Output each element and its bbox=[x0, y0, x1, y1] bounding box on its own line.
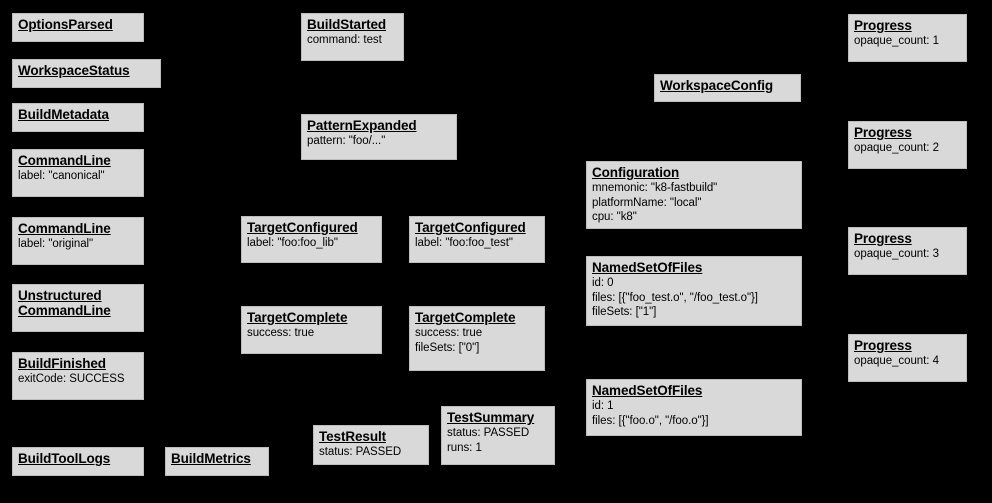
node-field: opaque_count: 2 bbox=[854, 142, 939, 154]
node-field: fileSets: ["0"] bbox=[415, 341, 480, 354]
node-field: success: true bbox=[415, 327, 483, 339]
node-title: Progress bbox=[854, 231, 912, 246]
node-title: BuildToolLogs bbox=[18, 451, 111, 466]
node-named-set-of-files-0[interactable]: NamedSetOfFiles id: 0 files: [{"foo_test.o… bbox=[585, 255, 803, 327]
node-pattern-expanded[interactable]: PatternExpanded pattern: "foo/..." bbox=[300, 113, 458, 161]
node-title: Progress bbox=[854, 338, 912, 353]
node-title: OptionsParsed bbox=[18, 17, 113, 32]
node-title: Progress bbox=[854, 18, 912, 33]
node-field: label: "foo:foo_lib" bbox=[247, 237, 338, 249]
node-fields: opaque_count: 1 bbox=[854, 34, 961, 49]
node-progress-3[interactable]: Progress opaque_count: 3 bbox=[847, 226, 968, 276]
node-target-complete-lib[interactable]: TargetComplete success: true bbox=[240, 305, 383, 355]
node-fields: command: test bbox=[307, 33, 398, 48]
node-field: platformName: "local" bbox=[592, 196, 702, 209]
node-fields: success: true bbox=[247, 326, 376, 341]
node-build-started[interactable]: BuildStarted command: test bbox=[300, 12, 405, 62]
node-title: PatternExpanded bbox=[307, 118, 417, 133]
node-title: BuildStarted bbox=[307, 17, 387, 32]
node-field: label: "original" bbox=[18, 238, 94, 250]
node-field: exitCode: SUCCESS bbox=[18, 373, 125, 385]
node-title: BuildMetadata bbox=[18, 107, 109, 122]
node-field: mnemonic: "k8-fastbuild" bbox=[592, 182, 718, 194]
node-progress-2[interactable]: Progress opaque_count: 2 bbox=[847, 120, 968, 170]
node-title: TargetConfigured bbox=[415, 220, 526, 235]
node-field: success: true bbox=[247, 327, 315, 339]
node-progress-4[interactable]: Progress opaque_count: 4 bbox=[847, 333, 968, 383]
node-named-set-of-files-1[interactable]: NamedSetOfFiles id: 1 files: [{"foo.o", "/… bbox=[585, 378, 803, 437]
node-fields: status: PASSED bbox=[319, 445, 423, 460]
node-test-result[interactable]: TestResult status: PASSED bbox=[312, 424, 430, 466]
node-title: WorkspaceConfig bbox=[660, 78, 774, 93]
node-field: files: [{"foo_test.o", "/foo_test.o"}] bbox=[592, 291, 758, 304]
node-command-line-original[interactable]: CommandLine label: "original" bbox=[11, 216, 145, 266]
node-title: TestSummary bbox=[447, 410, 535, 425]
node-title: CommandLine bbox=[18, 221, 111, 236]
node-field: pattern: "foo/..." bbox=[307, 135, 386, 147]
node-workspace-status[interactable]: WorkspaceStatus bbox=[11, 58, 162, 89]
node-target-configured-foo-test[interactable]: TargetConfigured label: "foo:foo_test" bbox=[408, 215, 546, 264]
node-fields: label: "foo:foo_lib" bbox=[247, 236, 376, 251]
node-field: status: PASSED bbox=[447, 427, 530, 439]
node-title: Configuration bbox=[592, 165, 680, 180]
node-field: command: test bbox=[307, 34, 382, 46]
node-title: TargetConfigured bbox=[247, 220, 358, 235]
node-fields: label: "foo:foo_test" bbox=[415, 236, 539, 251]
node-field: files: [{"foo.o", "/foo.o"}] bbox=[592, 414, 709, 427]
node-title: TargetComplete bbox=[247, 310, 348, 325]
node-field: opaque_count: 3 bbox=[854, 248, 939, 260]
node-configuration[interactable]: Configuration mnemonic: "k8-fastbuild" pla… bbox=[585, 160, 803, 230]
node-build-finished[interactable]: BuildFinished exitCode: SUCCESS bbox=[11, 351, 145, 401]
node-fields: exitCode: SUCCESS bbox=[18, 372, 138, 387]
node-title: TargetComplete bbox=[415, 310, 516, 325]
node-field: id: 1 bbox=[592, 400, 614, 412]
node-options-parsed[interactable]: OptionsParsed bbox=[11, 12, 145, 43]
node-fields: success: true fileSets: ["0"] bbox=[415, 326, 539, 355]
node-build-metadata[interactable]: BuildMetadata bbox=[11, 102, 145, 133]
node-fields: pattern: "foo/..." bbox=[307, 134, 451, 149]
node-fields: opaque_count: 4 bbox=[854, 354, 961, 369]
node-fields: id: 1 files: [{"foo.o", "/foo.o"}] bbox=[592, 399, 796, 428]
node-field: label: "canonical" bbox=[18, 170, 105, 182]
node-title: WorkspaceStatus bbox=[18, 63, 130, 78]
node-command-line-canonical[interactable]: CommandLine label: "canonical" bbox=[11, 148, 145, 198]
node-build-tool-logs[interactable]: BuildToolLogs bbox=[11, 446, 145, 477]
node-title: BuildMetrics bbox=[171, 451, 251, 466]
node-progress-1[interactable]: Progress opaque_count: 1 bbox=[847, 13, 968, 63]
node-field: status: PASSED bbox=[319, 446, 402, 458]
node-field: fileSets: ["1"] bbox=[592, 306, 657, 318]
node-fields: opaque_count: 3 bbox=[854, 247, 961, 262]
node-title: NamedSetOfFiles bbox=[592, 260, 703, 275]
node-build-metrics[interactable]: BuildMetrics bbox=[164, 446, 270, 477]
node-fields: id: 0 files: [{"foo_test.o", "/foo_test.o… bbox=[592, 276, 796, 320]
node-title: Progress bbox=[854, 125, 912, 140]
node-fields: label: "original" bbox=[18, 237, 138, 252]
node-fields: label: "canonical" bbox=[18, 169, 138, 184]
node-fields: mnemonic: "k8-fastbuild" platformName: "l… bbox=[592, 181, 796, 225]
node-fields: opaque_count: 2 bbox=[854, 141, 961, 156]
node-target-complete-test[interactable]: TargetComplete success: true fileSets: ["0… bbox=[408, 305, 546, 372]
node-field: opaque_count: 1 bbox=[854, 35, 939, 47]
node-field: id: 0 bbox=[592, 277, 614, 289]
node-title: CommandLine bbox=[18, 153, 111, 168]
node-field: runs: 1 bbox=[447, 441, 482, 454]
node-title: Unstructured CommandLine bbox=[18, 288, 111, 318]
node-unstructured-command-line[interactable]: Unstructured CommandLine bbox=[11, 283, 145, 333]
node-title: BuildFinished bbox=[18, 356, 106, 371]
node-field: cpu: "k8" bbox=[592, 211, 637, 223]
node-test-summary[interactable]: TestSummary status: PASSED runs: 1 bbox=[440, 405, 556, 466]
node-field: label: "foo:foo_test" bbox=[415, 237, 513, 249]
node-title: TestResult bbox=[319, 429, 387, 444]
node-field: opaque_count: 4 bbox=[854, 355, 939, 367]
node-fields: status: PASSED runs: 1 bbox=[447, 426, 549, 455]
node-workspace-config[interactable]: WorkspaceConfig bbox=[653, 73, 802, 103]
node-target-configured-foo-lib[interactable]: TargetConfigured label: "foo:foo_lib" bbox=[240, 215, 383, 264]
node-title: NamedSetOfFiles bbox=[592, 383, 703, 398]
